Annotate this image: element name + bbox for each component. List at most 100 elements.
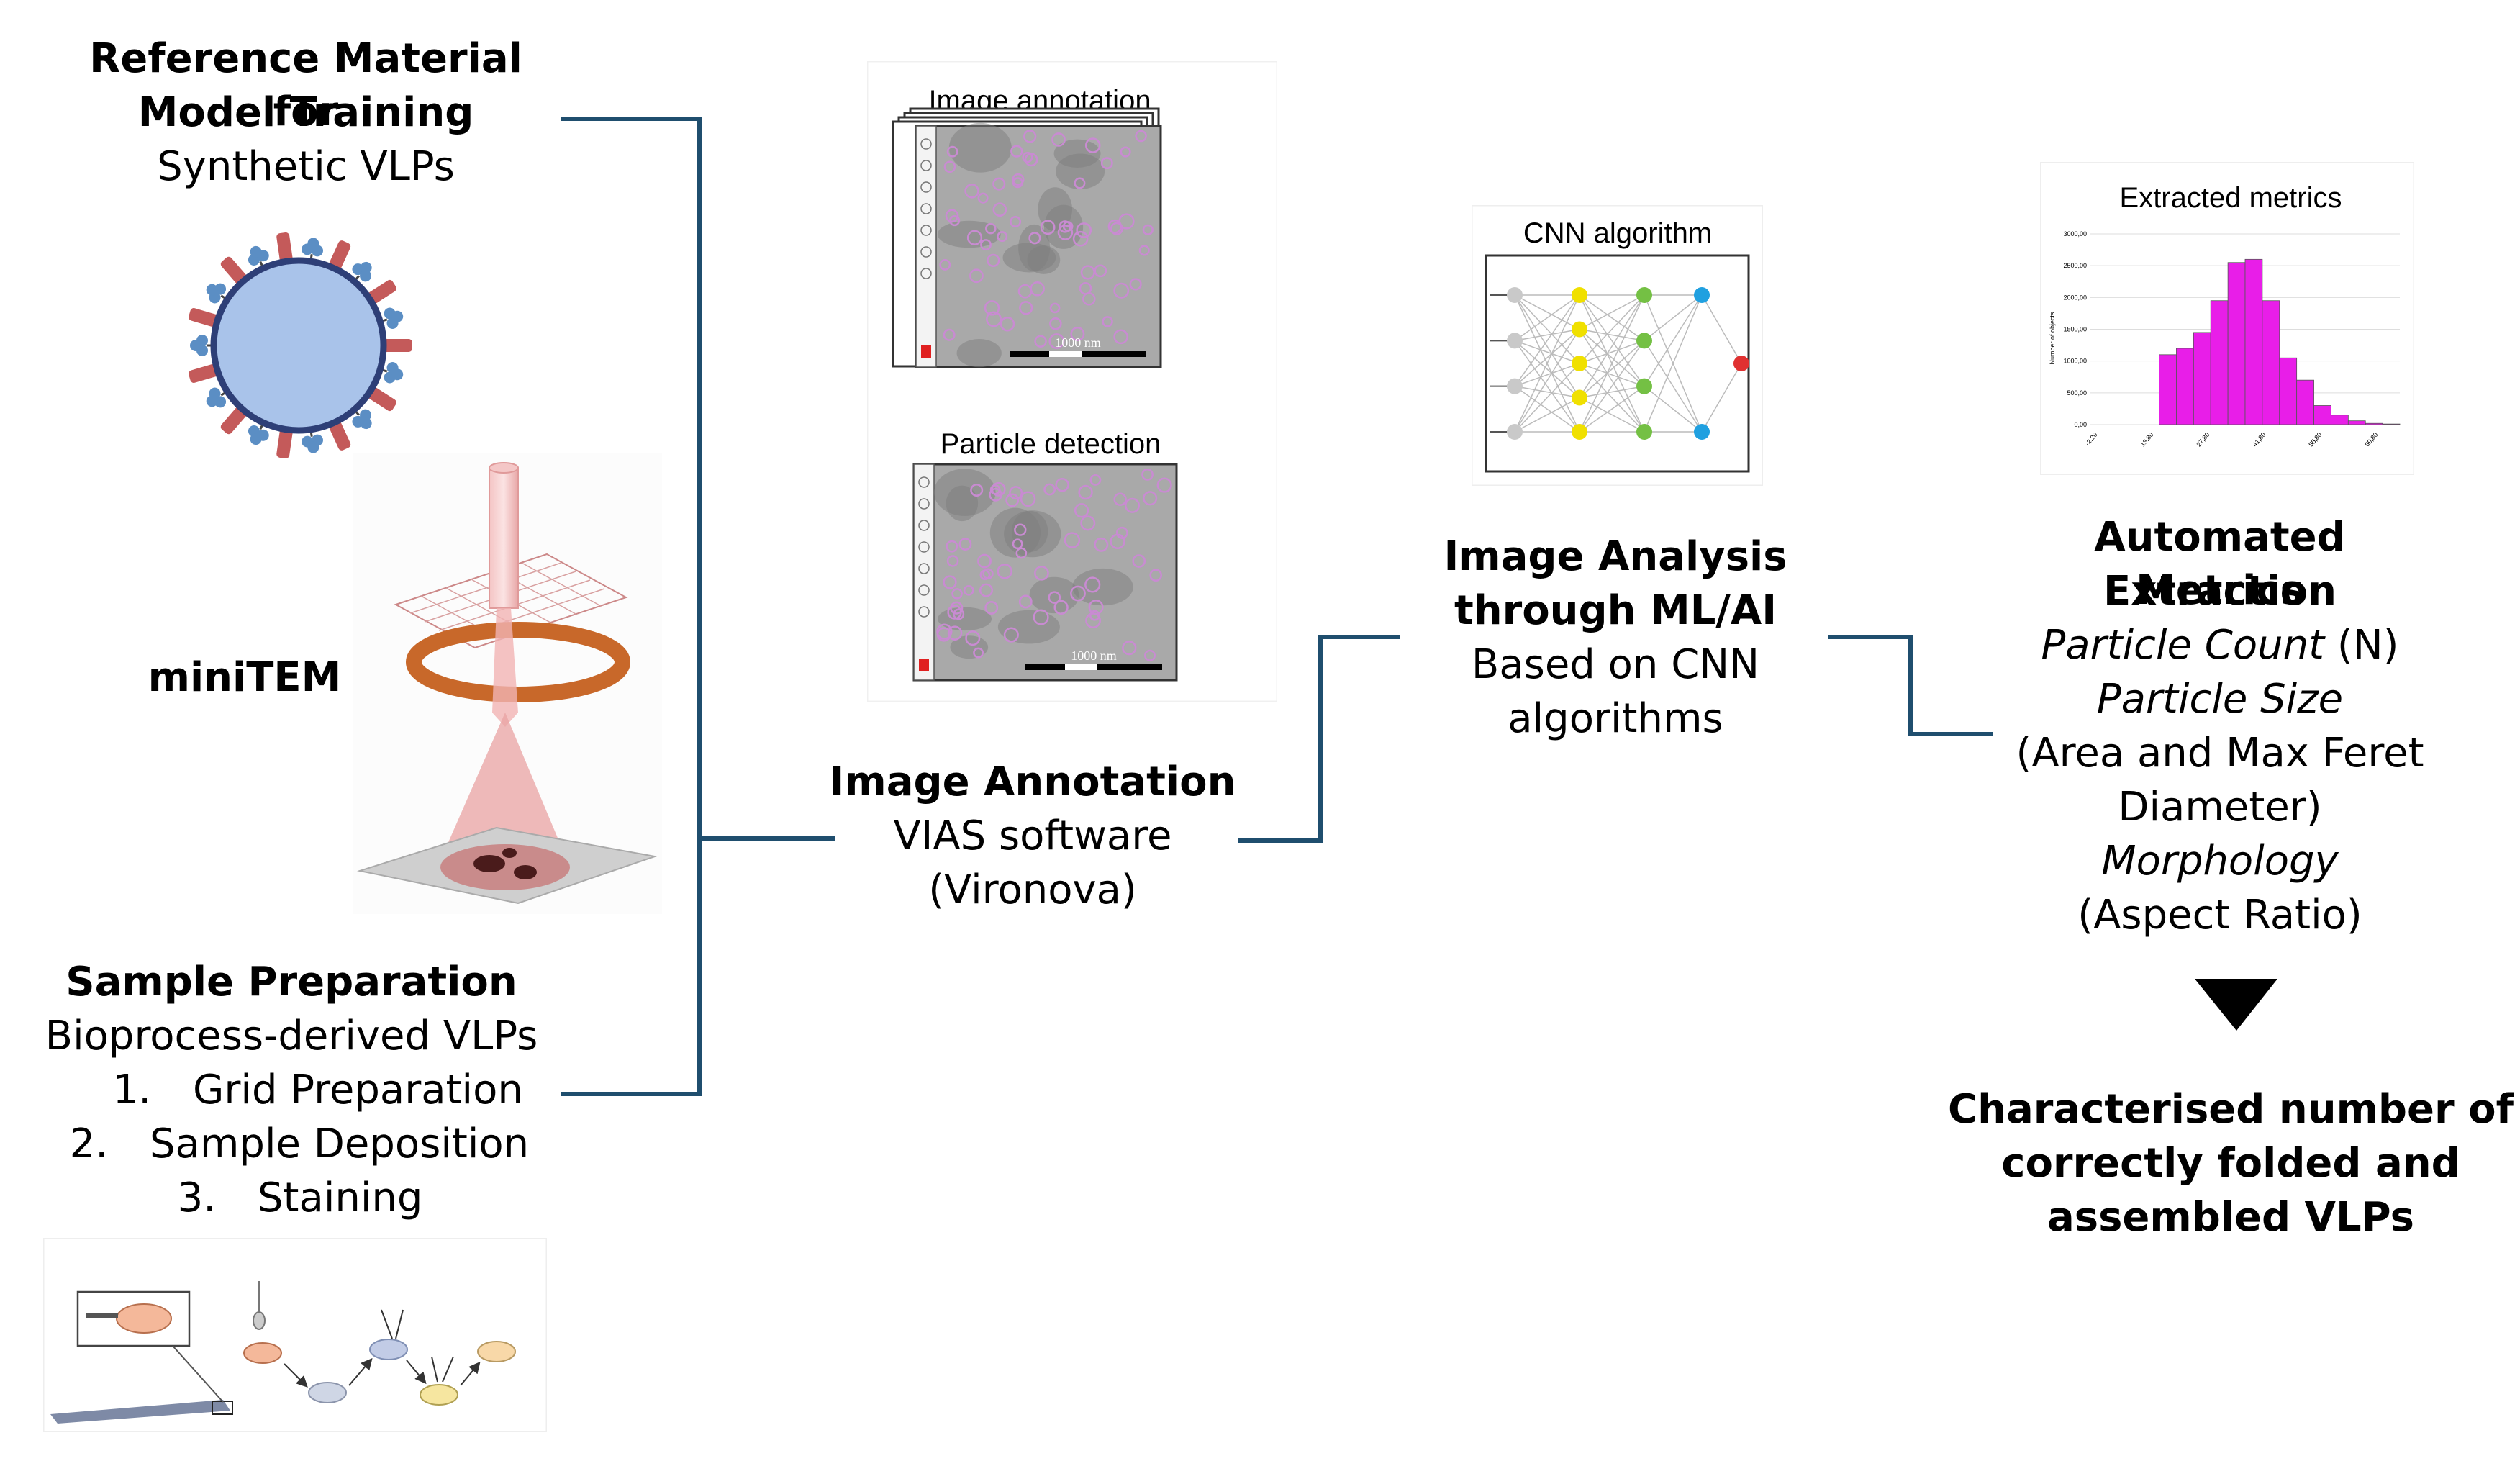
- particle-outline: [1072, 230, 1089, 247]
- particle-outline: [1018, 594, 1033, 609]
- particle-outline: [1120, 146, 1131, 158]
- vlp-spike: [206, 387, 232, 408]
- particle-outline: [965, 630, 981, 646]
- chart-title: Extracted metrics: [2120, 182, 2342, 214]
- tool-icon: [920, 160, 932, 171]
- tool-icon: [918, 606, 930, 618]
- scale-label: 1000 nm: [1071, 648, 1117, 663]
- particle-outline: [945, 209, 959, 223]
- particle-outline: [1014, 523, 1027, 536]
- blotch: [1038, 187, 1073, 232]
- cnn-edge: [1579, 397, 1645, 433]
- particle-outline: [947, 625, 963, 641]
- result-line1: Characterised number of: [1948, 1086, 2514, 1133]
- y-tick-label: 1000,00: [2063, 358, 2087, 365]
- particle-outline: [1113, 492, 1127, 506]
- particle-outline: [1012, 173, 1025, 186]
- y-tick-label: 2500,00: [2063, 262, 2087, 269]
- histogram-bar: [2159, 354, 2177, 425]
- particle-outline: [979, 583, 993, 597]
- particle-outline: [1082, 292, 1096, 306]
- blotch: [938, 607, 992, 631]
- sample-prep-step-3: 3.Staining: [137, 1172, 568, 1225]
- scale-bar-segment: [1065, 664, 1097, 670]
- connector-annotation-to-analysis: [1238, 635, 1400, 843]
- color-swatch: [921, 345, 931, 358]
- cnn-node: [1507, 333, 1523, 349]
- cnn-node: [1572, 287, 1587, 303]
- tool-icon: [918, 498, 930, 510]
- metrics-particle-size: Particle Size: [2096, 676, 2344, 723]
- cnn-edge: [1579, 340, 1645, 433]
- histogram-bar: [2365, 422, 2383, 425]
- tool-icon: [920, 138, 932, 150]
- particle-outline: [987, 253, 1000, 267]
- cnn-edge: [1644, 294, 1703, 341]
- particle-outline: [1142, 224, 1154, 235]
- cnn-edge: [1514, 294, 1580, 330]
- particle-outline: [992, 202, 1007, 217]
- particle-outline: [982, 568, 994, 579]
- tool-icon: [920, 268, 932, 279]
- histogram-bar: [2296, 379, 2314, 425]
- blotch: [1012, 510, 1048, 552]
- particle-outline: [1107, 219, 1123, 234]
- particle-outline: [1110, 222, 1123, 235]
- image-analysis-line2: algorithms: [1508, 695, 1723, 742]
- particle-outline: [1074, 177, 1086, 189]
- cnn-node: [1733, 356, 1749, 371]
- particle-outline: [1017, 284, 1033, 299]
- particle-outline: [958, 538, 972, 551]
- particle-outline: [1012, 177, 1023, 189]
- particle-outline: [1076, 222, 1092, 238]
- particle-outline: [973, 647, 984, 659]
- particle-outline: [1020, 491, 1036, 507]
- particle-outline: [1049, 302, 1061, 314]
- particle-outline: [997, 564, 1012, 579]
- particle-outline: [946, 555, 959, 567]
- cnn-edge: [1644, 340, 1703, 433]
- particle-outline: [1009, 486, 1023, 500]
- connector-analysis-to-metrics: [1828, 635, 1993, 736]
- particle-outline: [943, 328, 956, 341]
- cnn-node: [1507, 424, 1523, 440]
- cnn-edge: [1579, 340, 1645, 399]
- toolbar: [913, 463, 935, 681]
- cnn-node: [1636, 378, 1652, 394]
- cnn-edge: [1579, 329, 1645, 433]
- cnn-node: [1572, 321, 1587, 338]
- particle-outline: [985, 222, 997, 235]
- cnn-edge: [1701, 363, 1742, 433]
- tool-icon: [918, 563, 930, 574]
- blotch: [997, 610, 1060, 644]
- image-annotation-title: Image Annotation: [829, 759, 1236, 805]
- metrics-particle-count: Particle Count (N): [2008, 619, 2432, 672]
- particle-outline: [1122, 641, 1137, 656]
- particle-outline: [1048, 591, 1061, 604]
- annotation-panel: Image annotation 1000 nm Particle detect…: [867, 61, 1277, 702]
- cnn-edge: [1644, 294, 1703, 387]
- metrics-title-line2: Extraction: [2103, 568, 2337, 615]
- histogram-bar: [2313, 405, 2331, 425]
- particle-outline: [964, 184, 979, 199]
- cnn-edge: [1514, 340, 1580, 364]
- image-analysis-title-line2: through ML/AI: [1454, 587, 1777, 634]
- cnn-edge: [1579, 294, 1645, 387]
- cnn-edge: [1579, 294, 1645, 330]
- y-tick-label: 2000,00: [2063, 294, 2087, 301]
- particle-outline: [1033, 609, 1049, 625]
- particle-outline: [1034, 565, 1049, 581]
- cnn-node: [1636, 424, 1652, 440]
- particle-outline: [1062, 221, 1074, 232]
- step-number: 1.: [112, 1067, 151, 1113]
- particle-outline: [1005, 493, 1020, 507]
- histogram-bar: [2279, 357, 2298, 425]
- cnn-edge: [1579, 294, 1645, 341]
- metrics-morph-desc: (Aspect Ratio): [2077, 892, 2362, 938]
- particle-outline: [997, 231, 1008, 243]
- particle-outline: [1110, 533, 1125, 550]
- y-tick-label: 1500,00: [2063, 326, 2087, 333]
- particle-outline: [951, 588, 963, 600]
- step-label: Grid Preparation: [193, 1067, 523, 1113]
- cnn-edge: [1514, 340, 1580, 399]
